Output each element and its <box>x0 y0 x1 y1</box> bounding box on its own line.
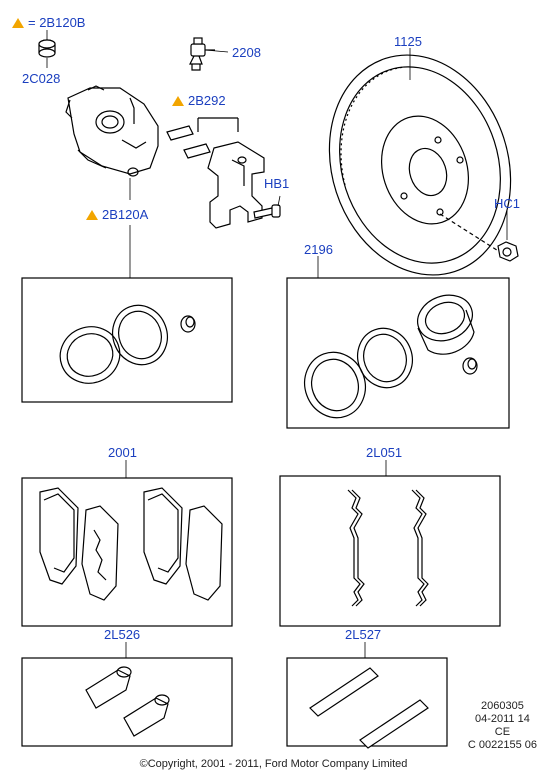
reference-line: 04-2011 14 <box>475 713 530 725</box>
guide-boots-box <box>21 657 233 747</box>
callout-2196[interactable]: 2196 <box>304 242 333 257</box>
callout-2L526[interactable]: 2L526 <box>104 627 141 642</box>
seal-kit-box <box>21 277 233 403</box>
anti-rattle-clips-box <box>279 475 501 627</box>
guide-pins-part <box>166 117 239 159</box>
brake-caliper-part <box>65 85 159 177</box>
wheel-nut-part <box>497 241 519 262</box>
reference-line: C 0022155 06 <box>467 739 537 751</box>
warning-icon <box>86 210 98 220</box>
callout-2B292[interactable]: 2B292 <box>188 93 226 108</box>
warning-icon <box>172 96 184 106</box>
callout-2L527[interactable]: 2L527 <box>345 627 382 642</box>
callout-HB1[interactable]: HB1 <box>264 176 290 191</box>
warning-icon <box>12 18 24 28</box>
legend-note: = 2B120B <box>28 15 86 30</box>
dust-cap-part <box>38 39 56 58</box>
callout-HC1[interactable]: HC1 <box>494 196 521 211</box>
diagram-reference-info: 2060305 04-2011 14 CE C 0022155 06 <box>468 700 537 752</box>
callout-2C028[interactable]: 2C028 <box>22 71 61 86</box>
callout-2L051[interactable]: 2L051 <box>366 445 403 460</box>
reference-line: CE <box>494 726 511 738</box>
bleed-screw-part <box>189 37 215 71</box>
callout-2001[interactable]: 2001 <box>108 445 137 460</box>
copyright-text: ©Copyright, 2001 - 2011, Ford Motor Comp… <box>139 758 408 770</box>
caliper-bolt-part <box>253 204 281 219</box>
piston-kit-box <box>286 277 510 429</box>
callout-2208[interactable]: 2208 <box>232 45 261 60</box>
callout-2B120A[interactable]: 2B120A <box>102 207 149 222</box>
callout-1125[interactable]: 1125 <box>394 34 422 49</box>
brake-pads-box <box>21 477 233 627</box>
brake-disc-part <box>328 54 512 276</box>
guide-pin-kit-box <box>286 657 448 749</box>
reference-line: 2060305 <box>481 700 524 712</box>
caliper-carrier-part <box>207 141 265 229</box>
